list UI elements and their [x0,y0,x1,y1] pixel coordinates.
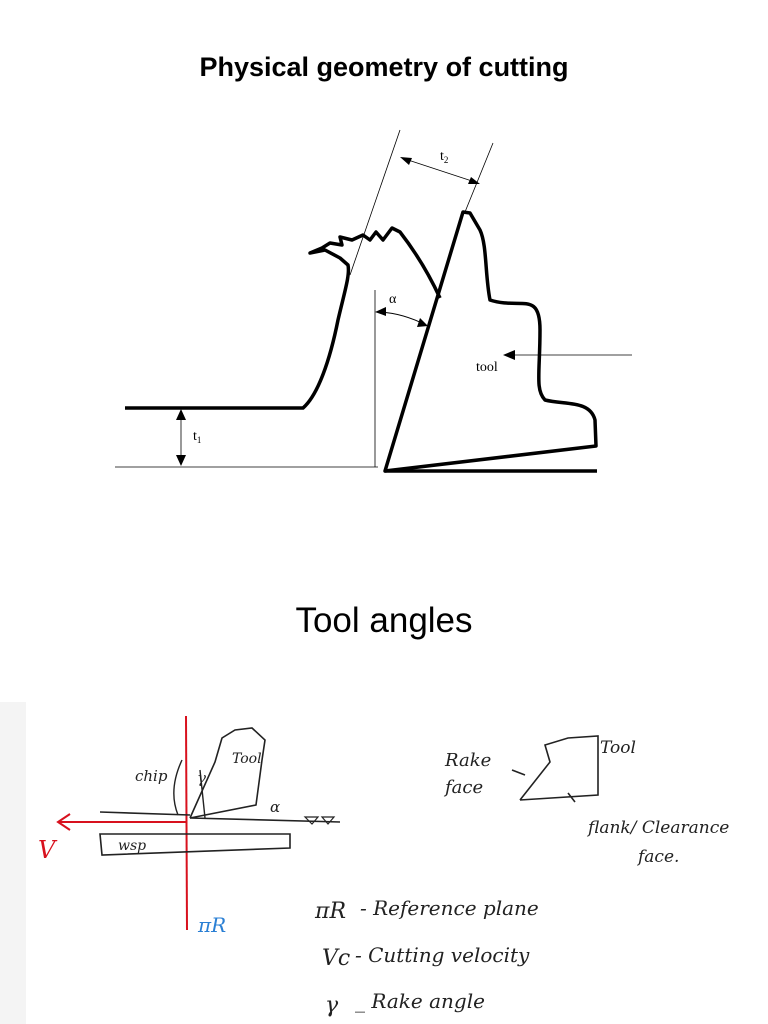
def-1-text: - Reference plane [360,896,539,920]
t2-dimension-arrow [401,157,479,184]
label-gamma: γ [197,769,206,787]
t1-arrowhead-bottom [176,455,186,466]
workpiece-sketch [99,811,291,856]
alpha-arrowhead-left [375,307,386,316]
label-alpha: α [389,292,397,307]
tool-extension-line-right [464,142,494,213]
t1-arrowhead-top [176,409,186,420]
label-tool-right: Tool [600,738,636,758]
workpiece-chip-outline [125,226,442,410]
def-3-text: _ Rake angle [355,989,485,1013]
label-wsp: wsp [118,838,146,854]
label-chip: chip [135,767,168,785]
label-alpha-sketch: α [270,798,280,816]
def-2-text: - Cutting velocity [355,943,530,967]
tool-outline [383,210,598,473]
label-t1: t1 [193,429,201,445]
t2-arrowhead-right [468,177,480,184]
label-flank-face: face. [636,847,679,867]
label-face: face [443,777,483,798]
label-tool-sketch: Tool [232,751,262,767]
tool-sketch-right [511,735,599,803]
chip-extension-line-left [349,129,401,276]
label-t2: t2 [440,149,448,165]
sketch-paper [26,702,768,1024]
label-tool: tool [476,360,498,375]
force-arrowhead [503,350,515,360]
label-pi-r: πR [197,913,226,937]
label-flank: flank/ Clearance [586,818,729,838]
title-tool-angles: Tool angles [295,601,473,640]
label-rake: Rake [444,750,491,771]
velocity-arrowhead [56,813,71,831]
cutting-geometry-diagram: t2 α tool t1 [115,129,632,473]
def-2-symbol: Vc [322,946,350,971]
def-1-symbol: πR [314,899,346,924]
tool-sketch [189,727,266,819]
title-physical-geometry: Physical geometry of cutting [199,52,569,82]
flank-marks [303,816,336,825]
reference-plane-line [185,715,188,931]
chip-sketch [173,759,206,819]
alpha-arrowhead-right [417,318,428,327]
label-v: V [38,836,58,864]
def-3-symbol: γ [325,993,339,1018]
t2-arrowhead-left [400,157,412,165]
